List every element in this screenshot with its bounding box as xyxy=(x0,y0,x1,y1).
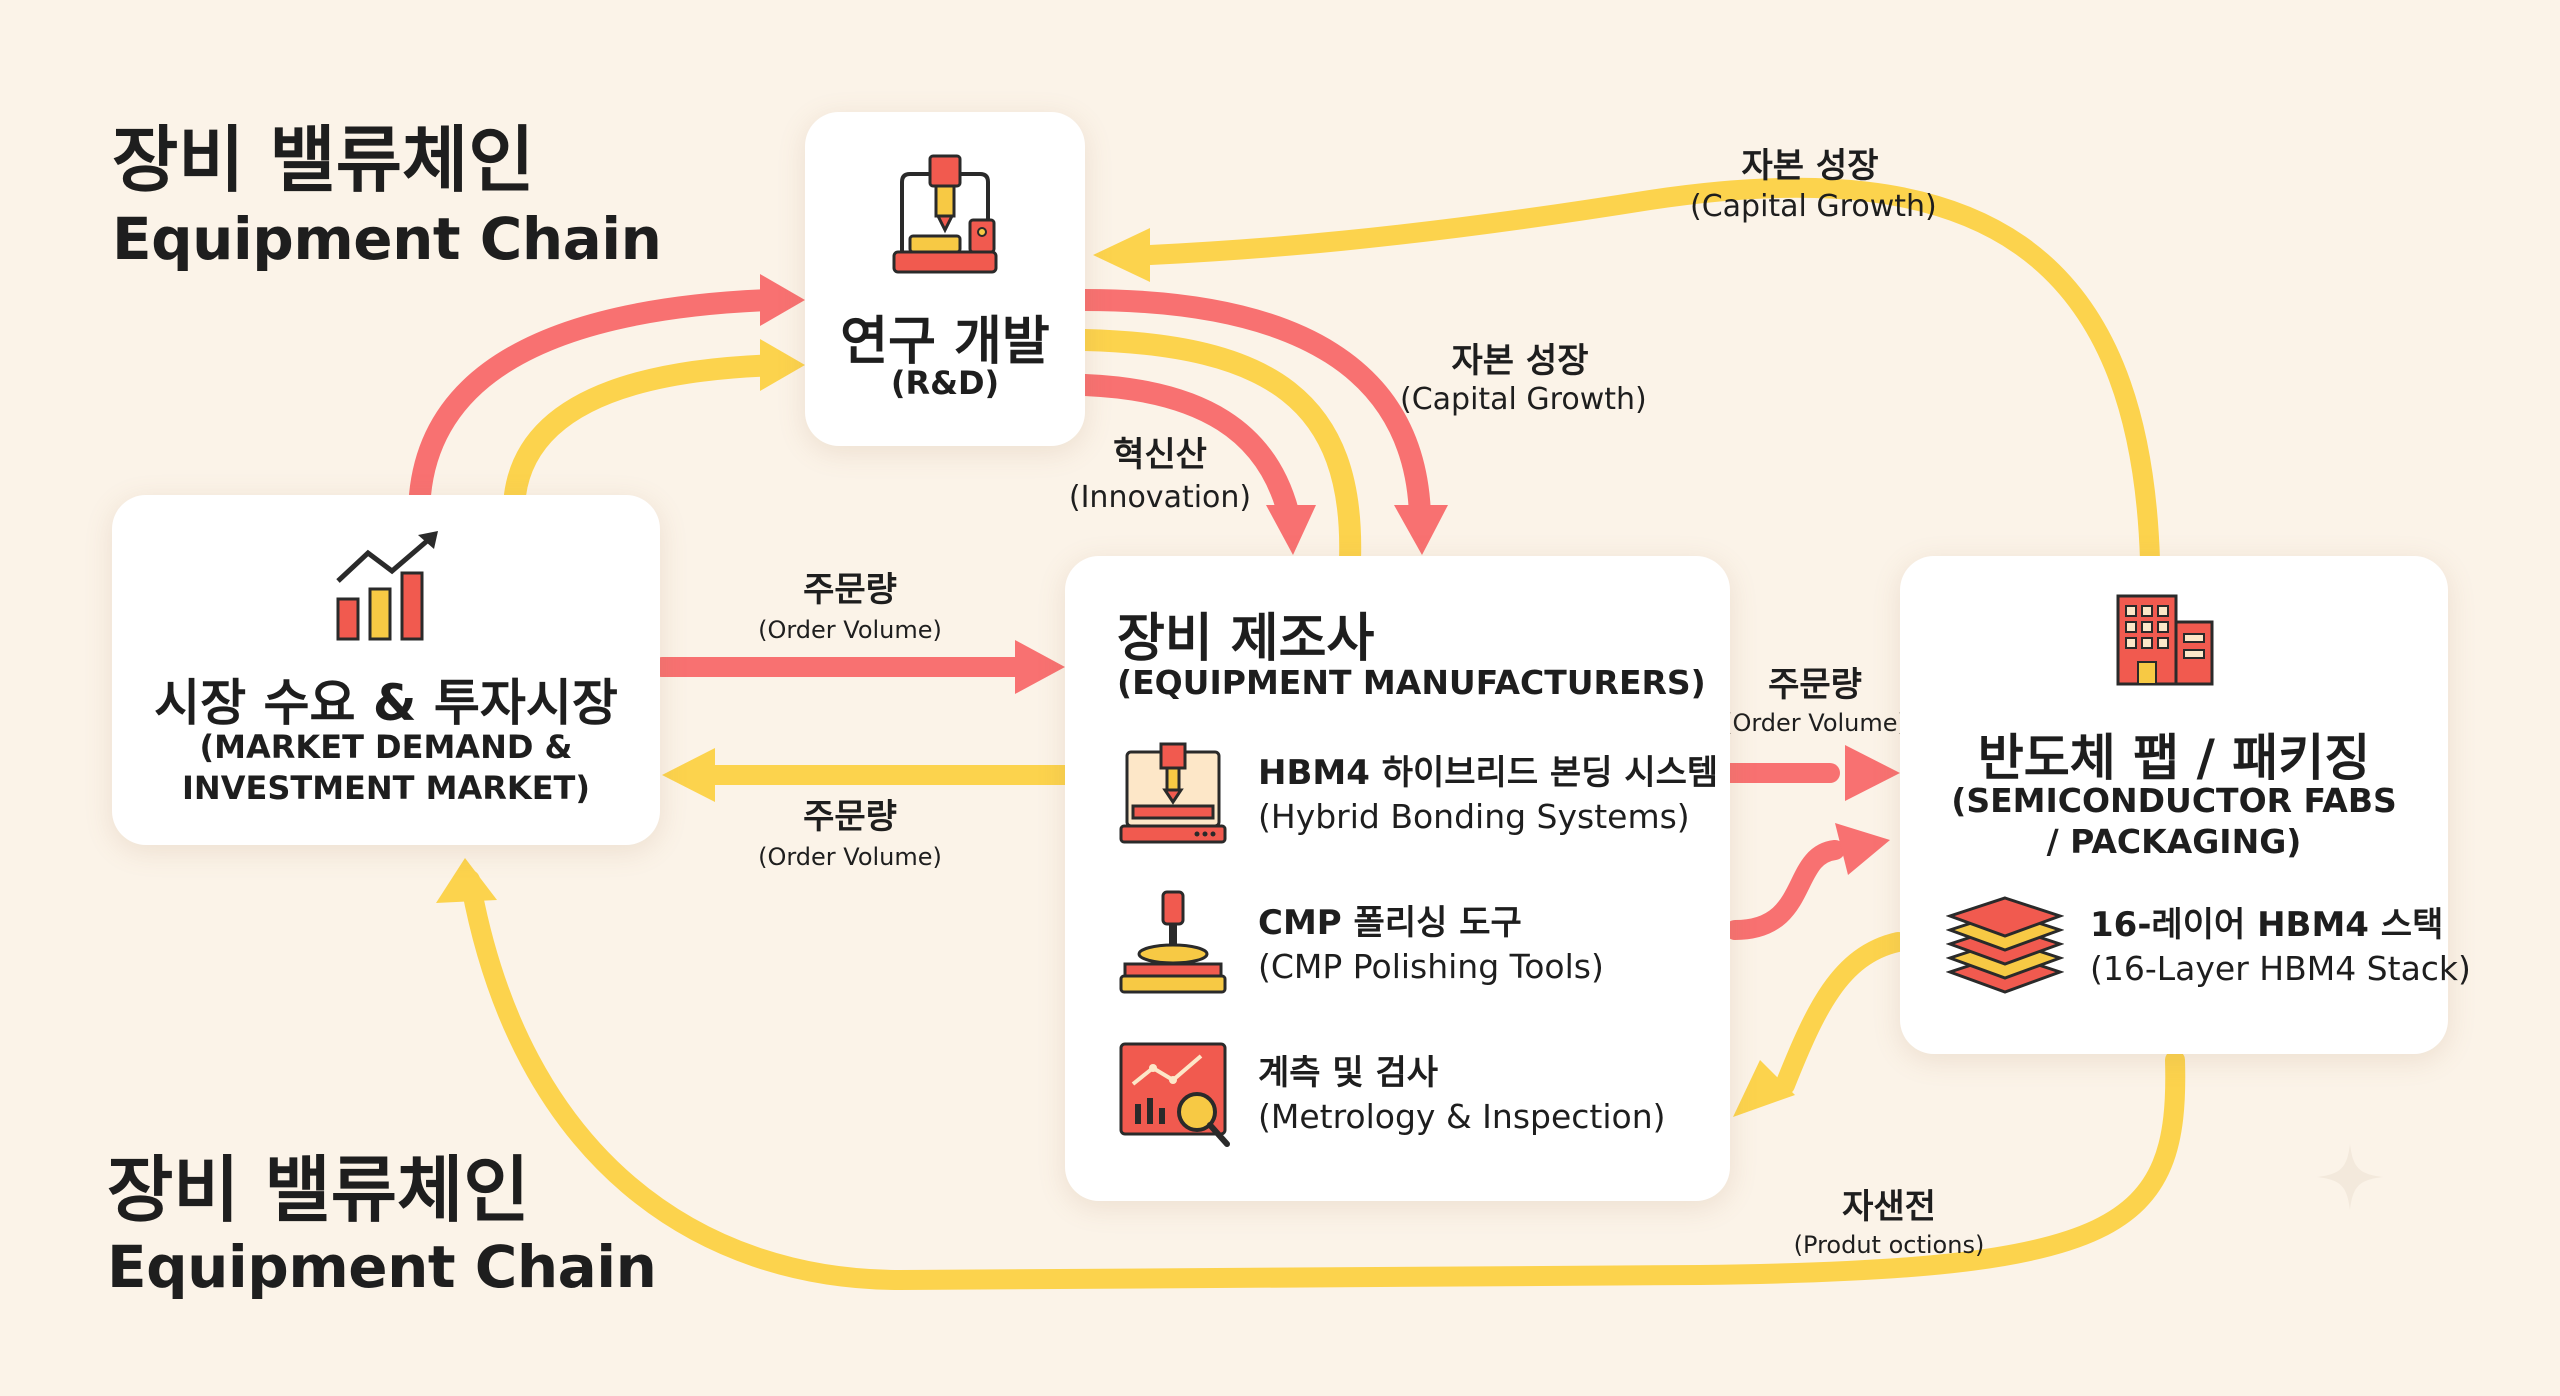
growth-chart-icon xyxy=(336,531,438,641)
arrow-rnd-to-mfr-red-inner xyxy=(1074,374,1301,531)
edge-label-order-mfr-en: (Order Volume) xyxy=(758,616,942,644)
manufacturers-card: 장비 제조사 (EQUIPMENT MANUFACTURERS) HBM4 하이… xyxy=(1065,556,1730,1201)
market-subtitle-line1: (MARKET DEMAND & xyxy=(199,728,573,766)
market-title: 시장 수요 & 투자시장 xyxy=(154,674,618,732)
edge-label-capital-top-ko: 자본 성장 xyxy=(1741,146,1879,186)
edge-label-capital-mid-ko: 자본 성장 xyxy=(1451,341,1589,381)
layer-stack-icon xyxy=(1946,896,2064,994)
header-title-en: Equipment Chain xyxy=(112,205,662,273)
arrowhead-rnd-red xyxy=(760,274,805,326)
mfr-item-3-en: (Metrology & Inspection) xyxy=(1258,1097,1666,1136)
arrow-fabs-to-mfr xyxy=(1775,932,1908,1095)
edge-label-order-market-ko: 주문량 xyxy=(803,797,897,837)
rnd-subtitle: (R&D) xyxy=(890,364,1000,402)
fabs-card: 반도체 팹 / 패키징 (SEMICONDUCTOR FABS / PACKAG… xyxy=(1900,556,2471,1054)
arrowhead-fabs-curve xyxy=(1835,823,1890,875)
fabs-item-ko: 16-레이어 HBM4 스택 xyxy=(2090,905,2444,945)
fabs-item-en: (16-Layer HBM4 Stack) xyxy=(2090,949,2471,988)
manufacturers-title: 장비 제조사 xyxy=(1117,609,1375,669)
mfr-item-3-ko: 계측 및 검사 xyxy=(1258,1053,1439,1093)
arrowhead-mfr-bottom xyxy=(1733,1060,1795,1117)
lab-equipment-icon xyxy=(892,154,998,274)
arrowhead-fabs xyxy=(1845,745,1900,801)
edge-label-bottom-ko: 자샌전 xyxy=(1842,1187,1936,1227)
arrow-rnd-to-mfr-red-outer xyxy=(1074,289,1431,526)
bonding-machine-icon xyxy=(1119,742,1227,844)
edge-label-order-mfr-ko: 주문량 xyxy=(803,570,897,610)
edge-label-bottom-en: (Produt octions) xyxy=(1793,1231,1985,1259)
fabs-subtitle-line1: (SEMICONDUCTOR FABS xyxy=(1951,781,2397,820)
rnd-title: 연구 개발 xyxy=(840,312,1050,372)
footer-title-ko: 장비 밸류체인 xyxy=(107,1148,530,1232)
arrowhead-mfr-red-inner xyxy=(1266,505,1316,555)
arrow-fabs-to-rnd xyxy=(1140,177,2160,570)
manufacturers-subtitle: (EQUIPMENT MANUFACTURERS) xyxy=(1117,663,1706,702)
market-card: 시장 수요 & 투자시장 (MARKET DEMAND & INVESTMENT… xyxy=(112,495,660,845)
market-subtitle-line2: INVESTMENT MARKET) xyxy=(182,769,590,807)
footer-title-en: Equipment Chain xyxy=(107,1233,657,1301)
sparkle-icon xyxy=(2317,1144,2383,1210)
fabs-title: 반도체 팹 / 패키징 xyxy=(1977,729,2371,787)
header-title-ko: 장비 밸류체인 xyxy=(112,118,535,202)
mfr-item-2-ko: CMP 폴리싱 도구 xyxy=(1258,903,1522,943)
mfr-item-1-en: (Hybrid Bonding Systems) xyxy=(1258,797,1690,836)
arrowhead-mfr xyxy=(1015,640,1065,694)
edge-label-innovation-en: (Innovation) xyxy=(1068,480,1252,515)
arrowhead-rnd-top xyxy=(1093,228,1150,282)
arrow-market-to-rnd-red xyxy=(409,289,781,506)
mfr-item-2-en: (CMP Polishing Tools) xyxy=(1258,947,1604,986)
arrow-fabs-to-market xyxy=(460,870,2186,1291)
arrowhead-rnd-yellow xyxy=(760,339,805,391)
arrowhead-market-left xyxy=(662,748,715,802)
edge-label-capital-top-en: (Capital Growth) xyxy=(1690,189,1937,224)
mfr-item-1-ko: HBM4 하이브리드 본딩 시스템 xyxy=(1258,753,1719,793)
edge-label-capital-mid-en: (Capital Growth) xyxy=(1400,382,1647,417)
fabs-subtitle-line2: / PACKAGING) xyxy=(2046,822,2302,861)
arrowhead-market xyxy=(436,858,497,903)
rnd-card: 연구 개발 (R&D) xyxy=(805,112,1085,446)
arrow-mfr-to-fabs-curve xyxy=(1725,840,1845,940)
arrowhead-mfr-red-outer xyxy=(1394,505,1448,555)
edge-label-innovation-ko: 혁신산 xyxy=(1113,435,1207,475)
arrow-rnd-to-mfr-yellow xyxy=(1074,329,1362,571)
arrow-market-to-rnd-yellow xyxy=(504,354,791,506)
polishing-tool-icon xyxy=(1119,890,1227,994)
edge-label-order-fabs-ko: 주문량 xyxy=(1768,665,1862,705)
edge-label-order-market-en: (Order Volume) xyxy=(758,843,942,871)
factory-building-icon xyxy=(2116,594,2214,686)
inspection-monitor-icon xyxy=(1119,1042,1230,1147)
edge-label-order-fabs-en: (Order Volume) xyxy=(1723,709,1907,737)
